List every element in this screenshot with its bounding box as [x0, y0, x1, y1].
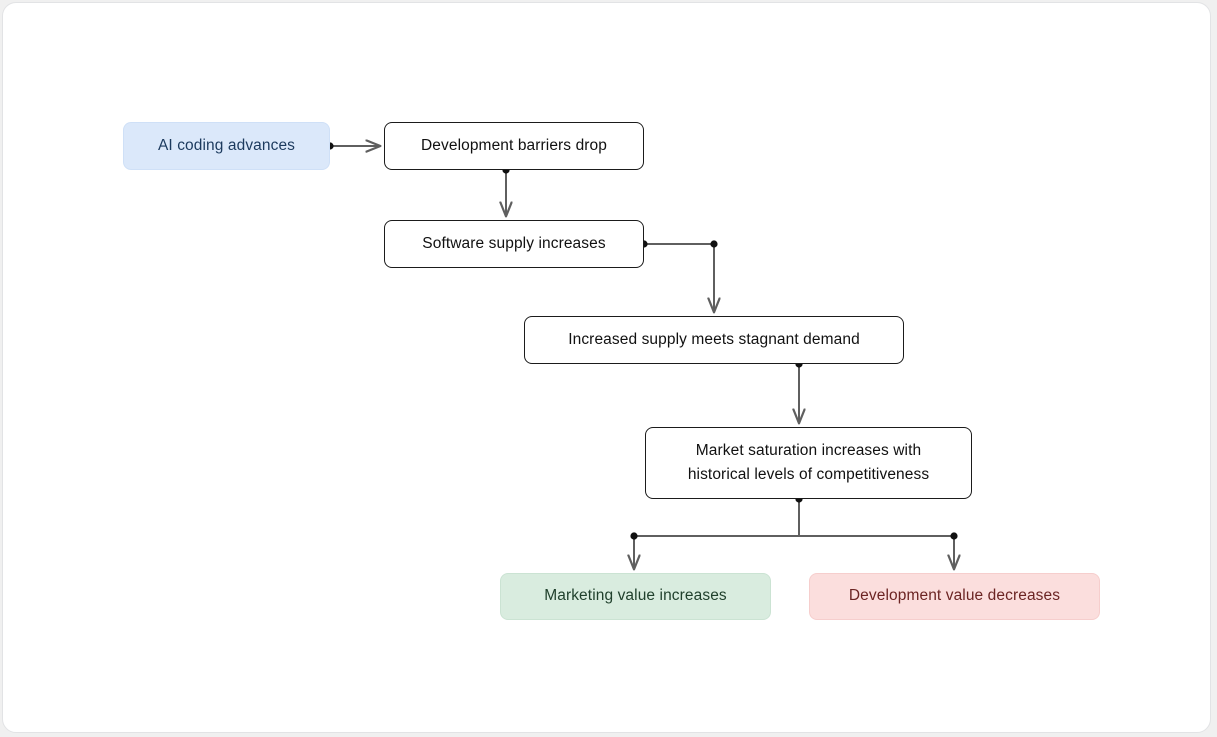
- node-market-saturation-increases[interactable]: Market saturation increases with histori…: [645, 427, 972, 499]
- node-label: Development value decreases: [848, 587, 1061, 605]
- edge-ai-to-barriers: [326, 142, 380, 149]
- node-software-supply-increases[interactable]: Software supply increases: [384, 220, 644, 268]
- edge-layer: [326, 3, 1211, 733]
- edge-saturation-to-marketing: [630, 495, 803, 569]
- edge-supply-to-stagnant: [640, 240, 717, 312]
- flowchart: AI coding advances Development barriers …: [3, 3, 1210, 732]
- node-label: Software supply increases: [422, 234, 606, 252]
- node-increased-supply-meets-stagnant-demand[interactable]: Increased supply meets stagnant demand: [524, 316, 904, 364]
- node-marketing-value-increases[interactable]: Marketing value increases: [500, 573, 771, 620]
- edge-saturation-to-development: [799, 532, 958, 569]
- node-label: Development barriers drop: [420, 136, 607, 154]
- node-label: Marketing value increases: [544, 587, 727, 605]
- node-development-value-decreases[interactable]: Development value decreases: [809, 573, 1100, 620]
- node-label: Market saturation increases with histori…: [687, 441, 930, 483]
- node-development-barriers-drop[interactable]: Development barriers drop: [384, 122, 644, 170]
- edge-barriers-to-supply: [502, 166, 509, 216]
- edge-stagnant-to-saturation: [795, 360, 802, 423]
- node-label: Increased supply meets stagnant demand: [568, 330, 860, 348]
- node-label: AI coding advances: [157, 136, 296, 154]
- node-ai-coding-advances[interactable]: AI coding advances: [123, 122, 330, 170]
